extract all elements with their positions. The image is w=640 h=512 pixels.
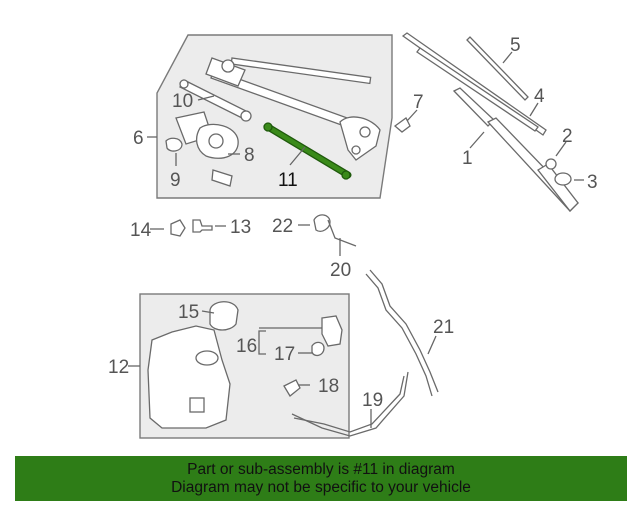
part-20-hose (327, 219, 357, 247)
callout-15: 15 (178, 302, 199, 323)
washer-hoses (291, 269, 439, 437)
callout-12: 12 (108, 357, 129, 378)
leader-lines (128, 51, 584, 428)
banner-line-2: Diagram may not be specific to your vehi… (171, 479, 471, 496)
callout-21: 21 (433, 317, 454, 338)
wiper-motor (165, 111, 239, 159)
callout-18: 18 (318, 376, 339, 397)
callout-14: 14 (130, 220, 152, 241)
callout-labels: 1 2 3 4 5 6 7 8 9 10 11 12 13 14 15 16 1… (108, 35, 598, 411)
part-16-pump (321, 315, 343, 347)
part-7-clip (393, 117, 411, 133)
callout-1: 1 (462, 148, 473, 169)
callout-19: 19 (362, 390, 383, 411)
callout-9: 9 (170, 170, 181, 191)
callout-3: 3 (587, 172, 598, 193)
wiper-blades (401, 32, 547, 136)
arm-nut (545, 158, 557, 170)
callout-6: 6 (133, 128, 144, 149)
washer-reservoir (147, 325, 231, 429)
part-15-cap (209, 301, 239, 331)
arm-cap (554, 172, 572, 186)
motor-connector (211, 169, 233, 187)
part-14-nut (170, 219, 186, 237)
callout-8: 8 (244, 145, 255, 166)
callout-2: 2 (562, 126, 573, 147)
part-18-nozzle (283, 379, 301, 397)
callout-17: 17 (274, 344, 295, 365)
callout-4: 4 (534, 86, 545, 107)
part-22-grommet (313, 214, 331, 232)
part-17-grommet (311, 341, 325, 357)
callout-22: 22 (272, 216, 293, 237)
callout-20: 20 (330, 260, 351, 281)
callout-5: 5 (510, 35, 521, 56)
callout-16: 16 (236, 336, 257, 357)
callout-7: 7 (413, 92, 424, 113)
callout-10: 10 (172, 91, 193, 112)
wiper-arm (452, 87, 579, 212)
fitment-note-banner: Part or sub-assembly is #11 in diagram D… (15, 456, 627, 501)
callout-11: 11 (278, 170, 298, 191)
parts-diagram: 1 2 3 4 5 6 7 8 9 10 11 12 13 14 15 16 1… (108, 32, 598, 439)
callout-13: 13 (230, 217, 251, 238)
part-13-bolt (192, 219, 213, 233)
banner-line-1: Part or sub-assembly is #11 in diagram (187, 461, 455, 478)
part-11-drive-rod (263, 122, 352, 180)
part-10-link (179, 79, 252, 122)
wiper-linkage (205, 57, 381, 161)
